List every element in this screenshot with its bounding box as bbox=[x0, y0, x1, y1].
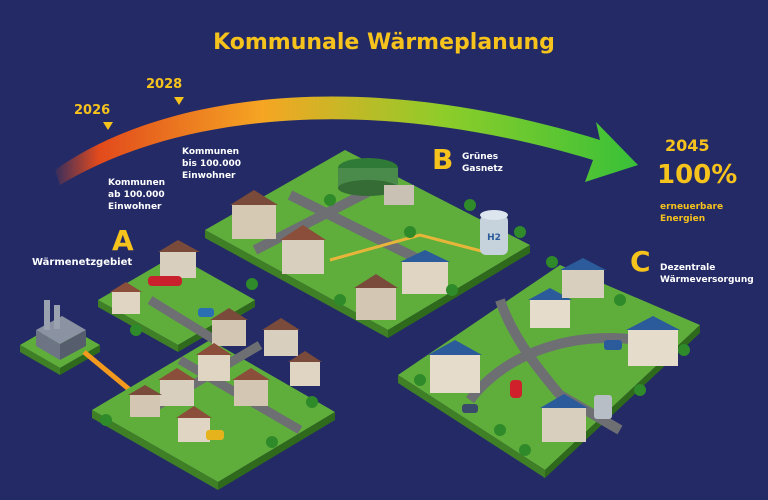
hydrogen-tank-label: H2 bbox=[487, 233, 501, 243]
year-2028-label: 2028 bbox=[146, 77, 183, 92]
zone-a-letter: A bbox=[112, 224, 134, 257]
trees bbox=[100, 194, 690, 456]
timeline-arrow bbox=[55, 96, 638, 185]
note-2026: Kommunen ab 100.000 Einwohner bbox=[108, 178, 166, 212]
zone-a-buildings bbox=[110, 240, 322, 442]
renewables-label: erneuerbare Energien bbox=[660, 202, 724, 224]
percent-label: 100% bbox=[657, 160, 738, 190]
note-2028: Kommunen bis 100.000 Einwohner bbox=[182, 147, 242, 181]
factory-tile bbox=[20, 300, 100, 375]
marker-2026-icon bbox=[103, 122, 113, 130]
zone-a-label: Wärmenetzgebiet bbox=[32, 257, 133, 268]
marker-2028-icon bbox=[174, 97, 184, 105]
zone-b-label: Grünes Gasnetz bbox=[462, 152, 503, 174]
zone-c-buildings bbox=[428, 258, 680, 442]
year-2026-label: 2026 bbox=[74, 103, 111, 118]
zone-c-label: Dezentrale Wärmeversorgung bbox=[660, 263, 754, 285]
zone-b-buildings bbox=[230, 158, 508, 320]
zone-b-letter: B bbox=[432, 143, 454, 176]
heat-pipe bbox=[82, 350, 132, 392]
year-2045-label: 2045 bbox=[665, 136, 710, 155]
zone-c-letter: C bbox=[630, 245, 651, 278]
page-title: Kommunale Wärmeplanung bbox=[213, 30, 555, 55]
